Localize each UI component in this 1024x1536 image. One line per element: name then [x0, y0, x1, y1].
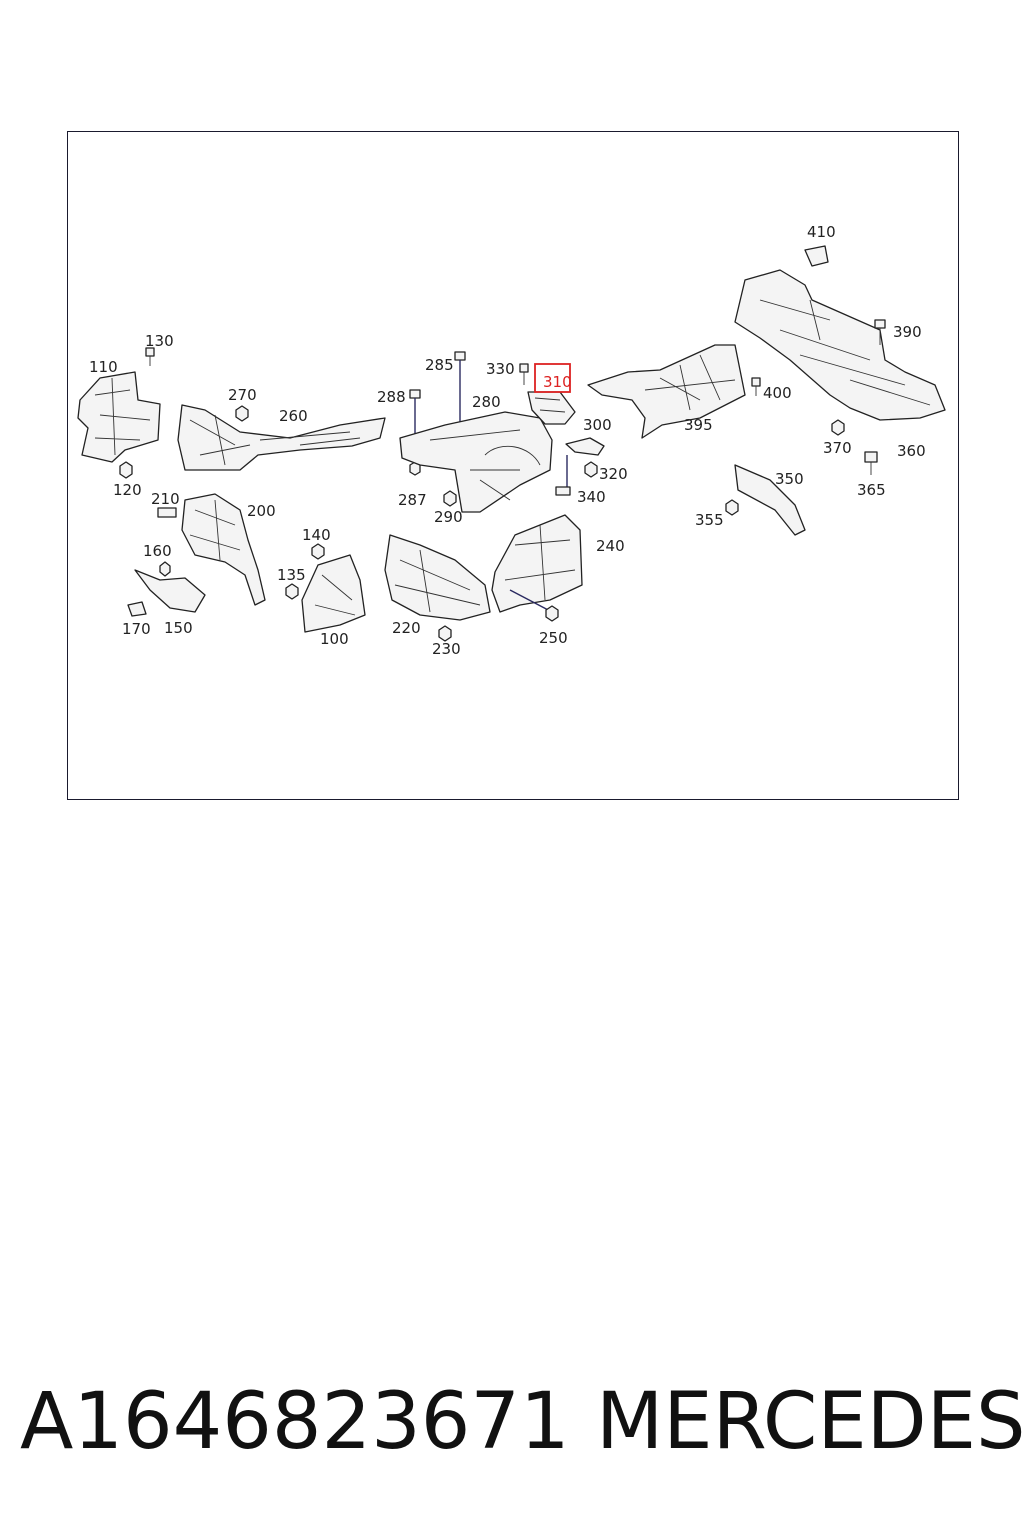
callout-290[interactable]: 290 — [434, 508, 463, 526]
part-260-heat-shield[interactable] — [177, 404, 386, 471]
part-150-bracket[interactable] — [134, 569, 206, 613]
part-365-bolt[interactable] — [864, 451, 878, 475]
callout-100[interactable]: 100 — [320, 630, 349, 648]
part-caption: A1646823671 MERCEDES — [20, 1372, 1024, 1472]
part-220-heat-shield[interactable] — [384, 534, 491, 621]
callout-365[interactable]: 365 — [857, 481, 886, 499]
part-130-bolt[interactable] — [145, 347, 155, 366]
part-250-nut[interactable] — [545, 605, 559, 622]
manufacturer-name: MERCEDES — [596, 1377, 1024, 1467]
part-290-nut[interactable] — [443, 490, 457, 507]
part-410-clip[interactable] — [804, 245, 829, 267]
parts-diagram: 410 390 130 110 285 330 310 400 270 288 … — [77, 223, 946, 658]
part-395-heat-shield[interactable] — [587, 344, 746, 439]
callout-220[interactable]: 220 — [392, 619, 421, 637]
callout-360[interactable]: 360 — [897, 442, 926, 460]
part-140-nut[interactable] — [311, 543, 325, 560]
callout-288[interactable]: 288 — [377, 388, 406, 406]
callout-110[interactable]: 110 — [89, 358, 118, 376]
callout-150[interactable]: 150 — [164, 619, 193, 637]
callout-140[interactable]: 140 — [302, 526, 331, 544]
part-350-bracket[interactable] — [734, 464, 806, 536]
callout-labels: 410 390 130 110 285 330 310 400 270 288 … — [89, 223, 926, 658]
callout-240[interactable]: 240 — [596, 537, 625, 555]
callout-120[interactable]: 120 — [113, 481, 142, 499]
callout-300[interactable]: 300 — [583, 416, 612, 434]
callout-135[interactable]: 135 — [277, 566, 306, 584]
callout-285[interactable]: 285 — [425, 356, 454, 374]
part-135-nut[interactable] — [285, 583, 299, 600]
callout-200[interactable]: 200 — [247, 502, 276, 520]
part-110-heat-shield[interactable] — [77, 371, 161, 463]
part-230-nut[interactable] — [438, 625, 452, 642]
part-340-clip[interactable] — [555, 455, 571, 496]
callout-390[interactable]: 390 — [893, 323, 922, 341]
part-number: A1646823671 — [20, 1377, 570, 1467]
part-210-bolt[interactable] — [157, 507, 177, 518]
part-100-bracket[interactable] — [301, 554, 366, 633]
callout-280[interactable]: 280 — [472, 393, 501, 411]
callout-350[interactable]: 350 — [775, 470, 804, 488]
part-360-heat-shield[interactable] — [734, 269, 946, 421]
part-390-bolt[interactable] — [874, 319, 886, 345]
part-120-nut[interactable] — [119, 461, 133, 479]
part-320-nut[interactable] — [584, 461, 598, 478]
callout-160[interactable]: 160 — [143, 542, 172, 560]
part-170-clip[interactable] — [127, 601, 147, 617]
callout-210[interactable]: 210 — [151, 490, 180, 508]
callout-400[interactable]: 400 — [763, 384, 792, 402]
callout-410[interactable]: 410 — [807, 223, 836, 241]
diagram-frame — [67, 131, 959, 800]
callout-320[interactable]: 320 — [599, 465, 628, 483]
callout-250[interactable]: 250 — [539, 629, 568, 647]
part-240-heat-shield[interactable] — [491, 514, 583, 613]
callout-370[interactable]: 370 — [823, 439, 852, 457]
callout-230[interactable]: 230 — [432, 640, 461, 658]
callout-330[interactable]: 330 — [486, 360, 515, 378]
part-355-nut[interactable] — [725, 499, 739, 516]
callout-340[interactable]: 340 — [577, 488, 606, 506]
callout-130[interactable]: 130 — [145, 332, 174, 350]
callout-355[interactable]: 355 — [695, 511, 724, 529]
part-270-nut[interactable] — [235, 405, 249, 422]
part-370-nut[interactable] — [831, 419, 845, 436]
callout-260[interactable]: 260 — [279, 407, 308, 425]
part-330-bolt[interactable] — [519, 363, 529, 385]
part-200-heat-shield[interactable] — [181, 493, 266, 606]
callout-395[interactable]: 395 — [684, 416, 713, 434]
part-400-bolt[interactable] — [751, 377, 761, 396]
highlight-box-310 — [534, 363, 571, 393]
part-300-bracket[interactable] — [565, 437, 605, 456]
callout-270[interactable]: 270 — [228, 386, 257, 404]
part-280-heat-shield[interactable] — [399, 411, 553, 513]
callout-170[interactable]: 170 — [122, 620, 151, 638]
part-160-nut[interactable] — [159, 561, 171, 577]
callout-287[interactable]: 287 — [398, 491, 427, 509]
callout-310[interactable]: 310 — [543, 373, 572, 391]
